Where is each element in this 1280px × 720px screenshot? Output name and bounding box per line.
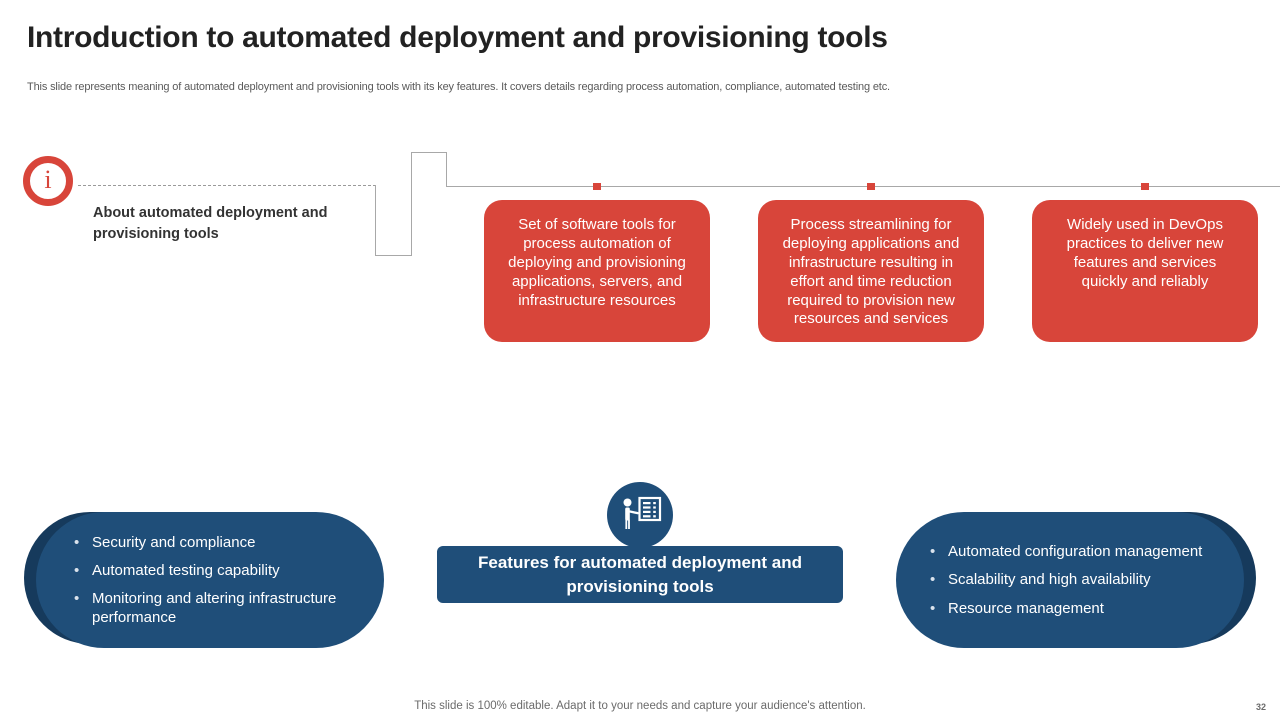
features-heading: Features for automated deployment and pr…: [437, 546, 843, 603]
list-item: Automated configuration management: [930, 542, 1218, 561]
card-tick-marker-3: [1141, 183, 1149, 190]
page-title: Introduction to automated deployment and…: [27, 21, 888, 54]
connector-bracket-upper: [411, 152, 447, 186]
features-right-pill: Automated configuration management Scala…: [896, 512, 1244, 648]
list-item: Security and compliance: [74, 533, 358, 552]
definition-card-2: Process streamlining for deploying appli…: [758, 200, 984, 342]
left-pill-list: Security and compliance Automated testin…: [74, 524, 358, 637]
card-tick-marker-2: [867, 183, 875, 190]
list-item: Monitoring and altering infrastructure p…: [74, 589, 358, 627]
list-item: Automated testing capability: [74, 561, 358, 580]
features-left-pill-group: Security and compliance Automated testin…: [24, 512, 384, 648]
definition-card-1: Set of software tools for process automa…: [484, 200, 710, 342]
list-item: Resource management: [930, 599, 1218, 618]
connector-horizontal-rail: [446, 186, 1280, 187]
connector-bracket-lower: [375, 185, 412, 256]
presentation-board-icon: [607, 482, 673, 548]
dashed-connector-line: [78, 185, 376, 186]
info-letter-i: i: [44, 165, 52, 194]
list-item: Scalability and high availability: [930, 570, 1218, 589]
right-pill-list: Automated configuration management Scala…: [930, 533, 1218, 627]
definition-card-3: Widely used in DevOps practices to deliv…: [1032, 200, 1258, 342]
card-tick-marker-1: [593, 183, 601, 190]
footer-note: This slide is 100% editable. Adapt it to…: [414, 700, 866, 712]
info-icon: i: [23, 156, 73, 206]
features-right-pill-group: Automated configuration management Scala…: [896, 512, 1256, 648]
features-left-pill: Security and compliance Automated testin…: [36, 512, 384, 648]
about-label: About automated deployment and provision…: [93, 205, 328, 242]
page-number: 32: [1255, 702, 1266, 712]
page-subtitle: This slide represents meaning of automat…: [27, 81, 890, 93]
